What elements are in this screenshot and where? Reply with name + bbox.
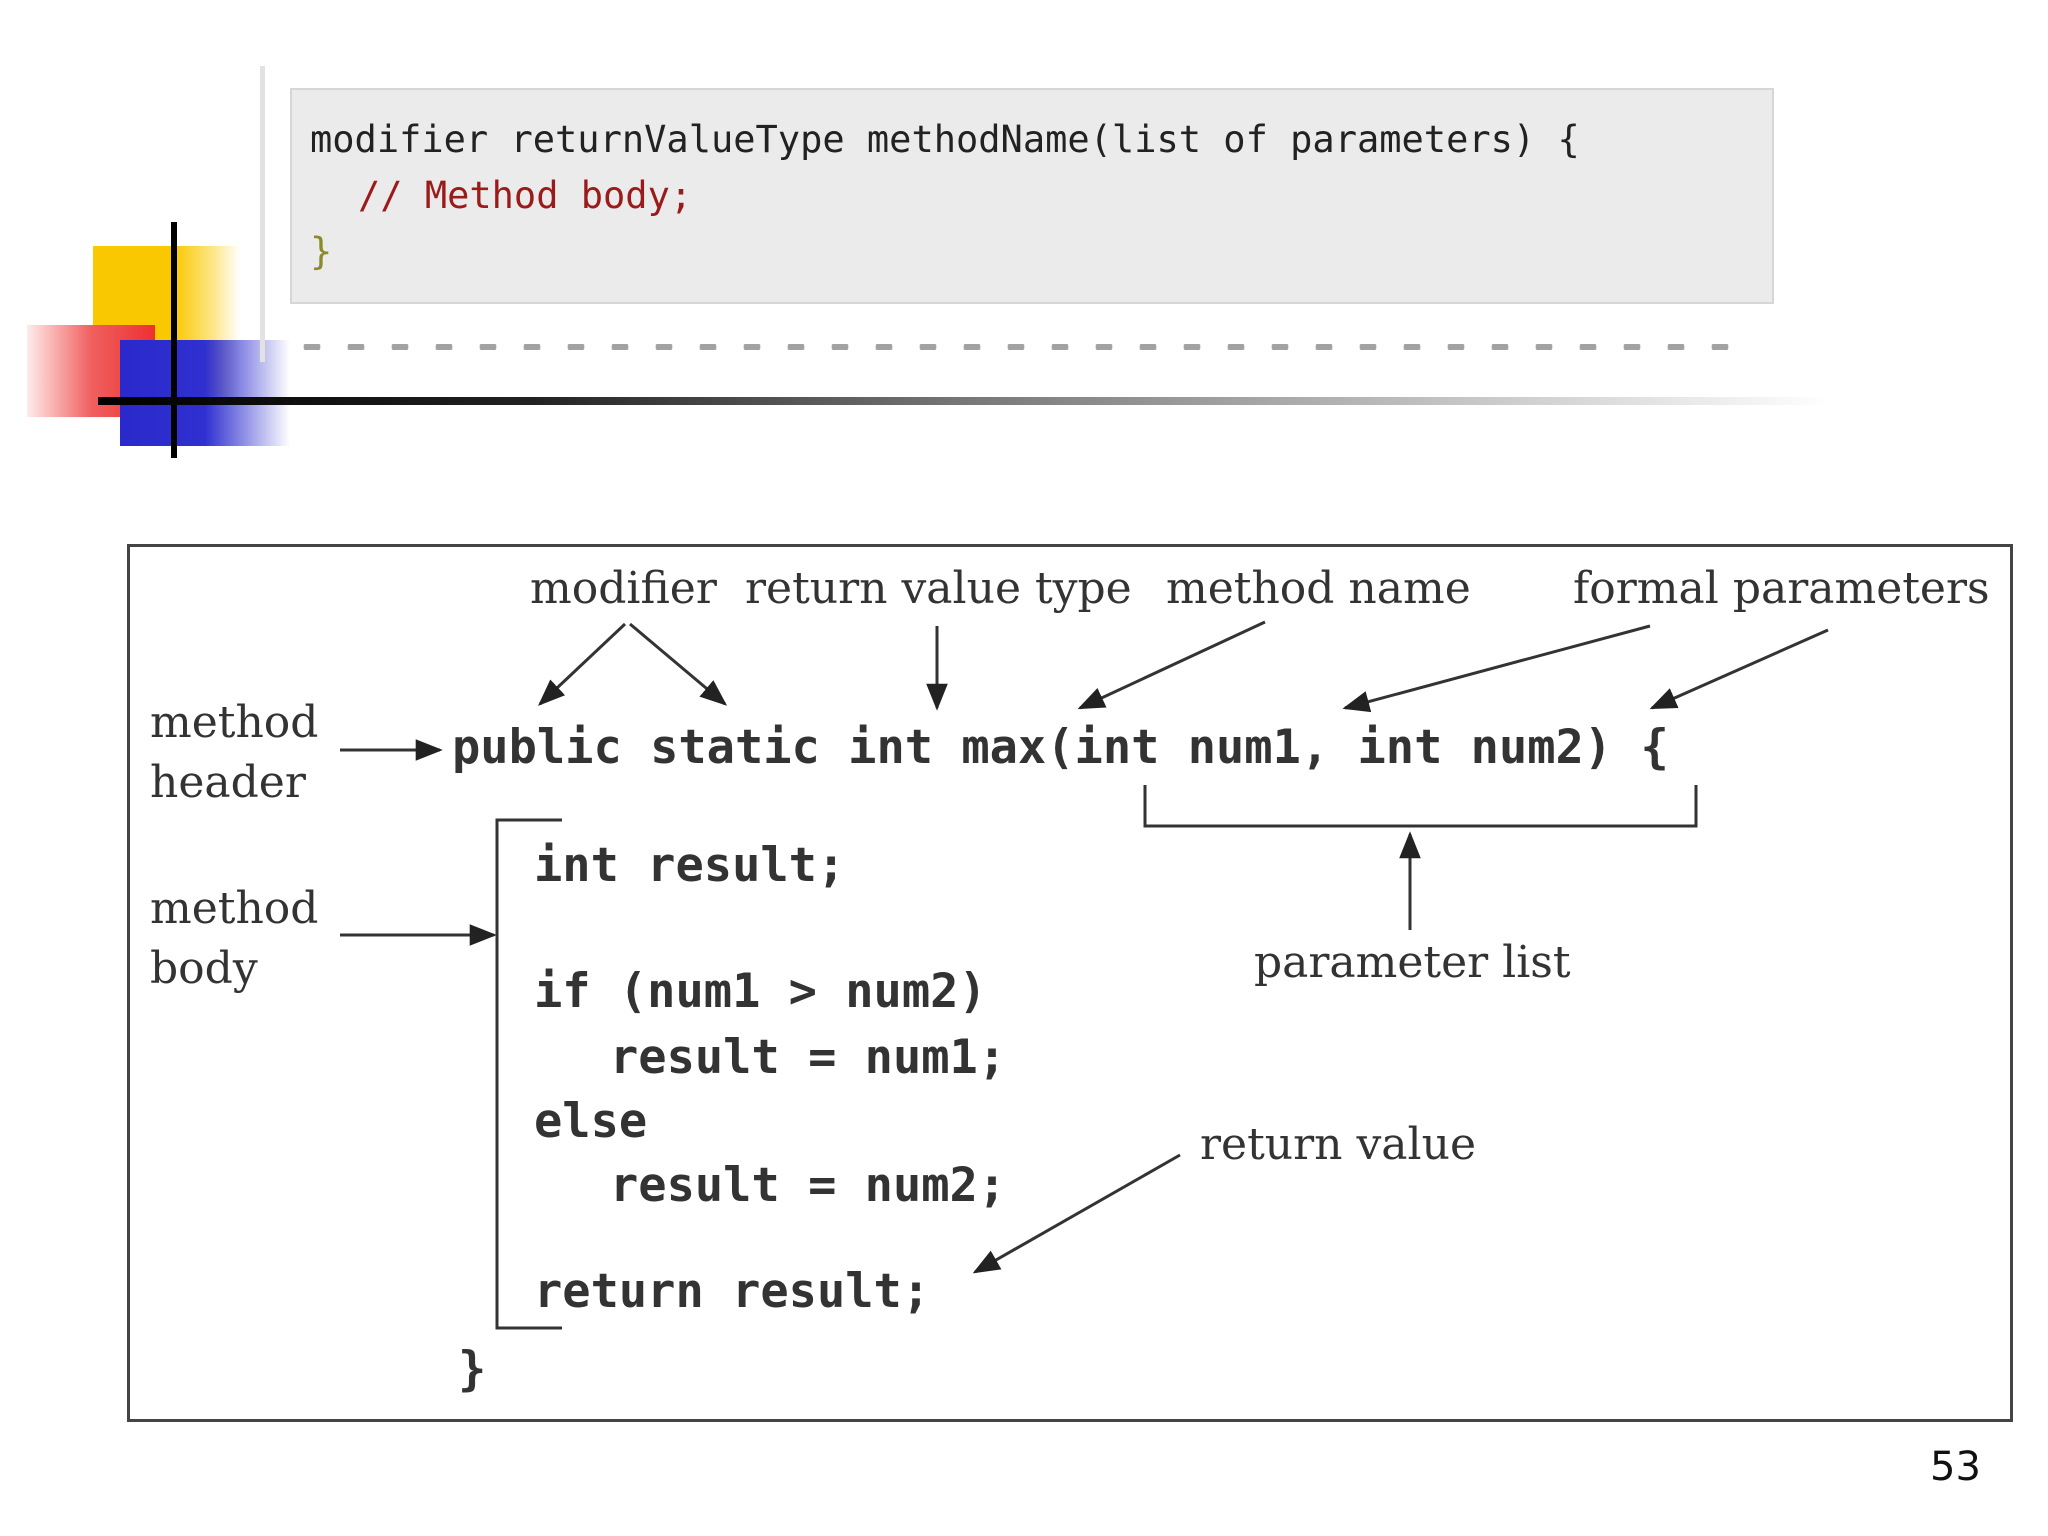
method-anatomy-diagram (127, 544, 2013, 1422)
syntax-line-comment: // Method body; (358, 174, 693, 217)
label-parameter-list: parameter list (1254, 937, 1571, 988)
method-body-bracket (495, 818, 562, 1330)
arrow-method-name-to-max (1077, 620, 1266, 710)
label-return-value-type: return value type (745, 563, 1132, 614)
parameter-list-bracket (1143, 785, 1698, 828)
page-number: 53 (1930, 1444, 1981, 1490)
panel-divider (260, 66, 265, 362)
decorative-vertical-line (171, 222, 177, 458)
code-declare-result: int result; (534, 838, 846, 893)
code-assign-num1: result = num1; (610, 1030, 1007, 1085)
decorative-horizontal-rule (98, 397, 1830, 405)
label-method-body-line1: method (150, 883, 319, 934)
label-method-header-line1: method (150, 697, 319, 748)
label-return-value: return value (1200, 1119, 1476, 1170)
code-if-statement: if (num1 > num2) (534, 964, 987, 1019)
syntax-line-closing-brace: } (310, 230, 333, 273)
arrow-formal-params-to-num1 (1342, 624, 1651, 713)
code-method-header: public static int max(int num1, int num2… (452, 720, 1669, 775)
arrow-return-value (972, 1153, 1181, 1274)
code-assign-num2: result = num2; (610, 1158, 1007, 1213)
arrow-modifier-to-static (629, 622, 728, 706)
code-else: else (534, 1094, 648, 1149)
label-method-name: method name (1166, 563, 1471, 614)
code-return-result: return result; (534, 1264, 931, 1319)
label-modifier: modifier (530, 563, 717, 614)
arrow-modifier-to-public (538, 622, 627, 706)
arrow-formal-params-to-num2 (1649, 628, 1829, 710)
syntax-code-box: modifier returnValueType methodName(list… (290, 88, 1774, 304)
label-method-body-line2: body (150, 943, 258, 994)
label-formal-parameters: formal parameters (1573, 563, 1990, 614)
dotted-separator (290, 344, 1730, 350)
label-method-header-line2: header (150, 757, 306, 808)
syntax-line-signature: modifier returnValueType methodName(list… (310, 118, 1580, 161)
code-closing-brace: } (458, 1342, 487, 1397)
